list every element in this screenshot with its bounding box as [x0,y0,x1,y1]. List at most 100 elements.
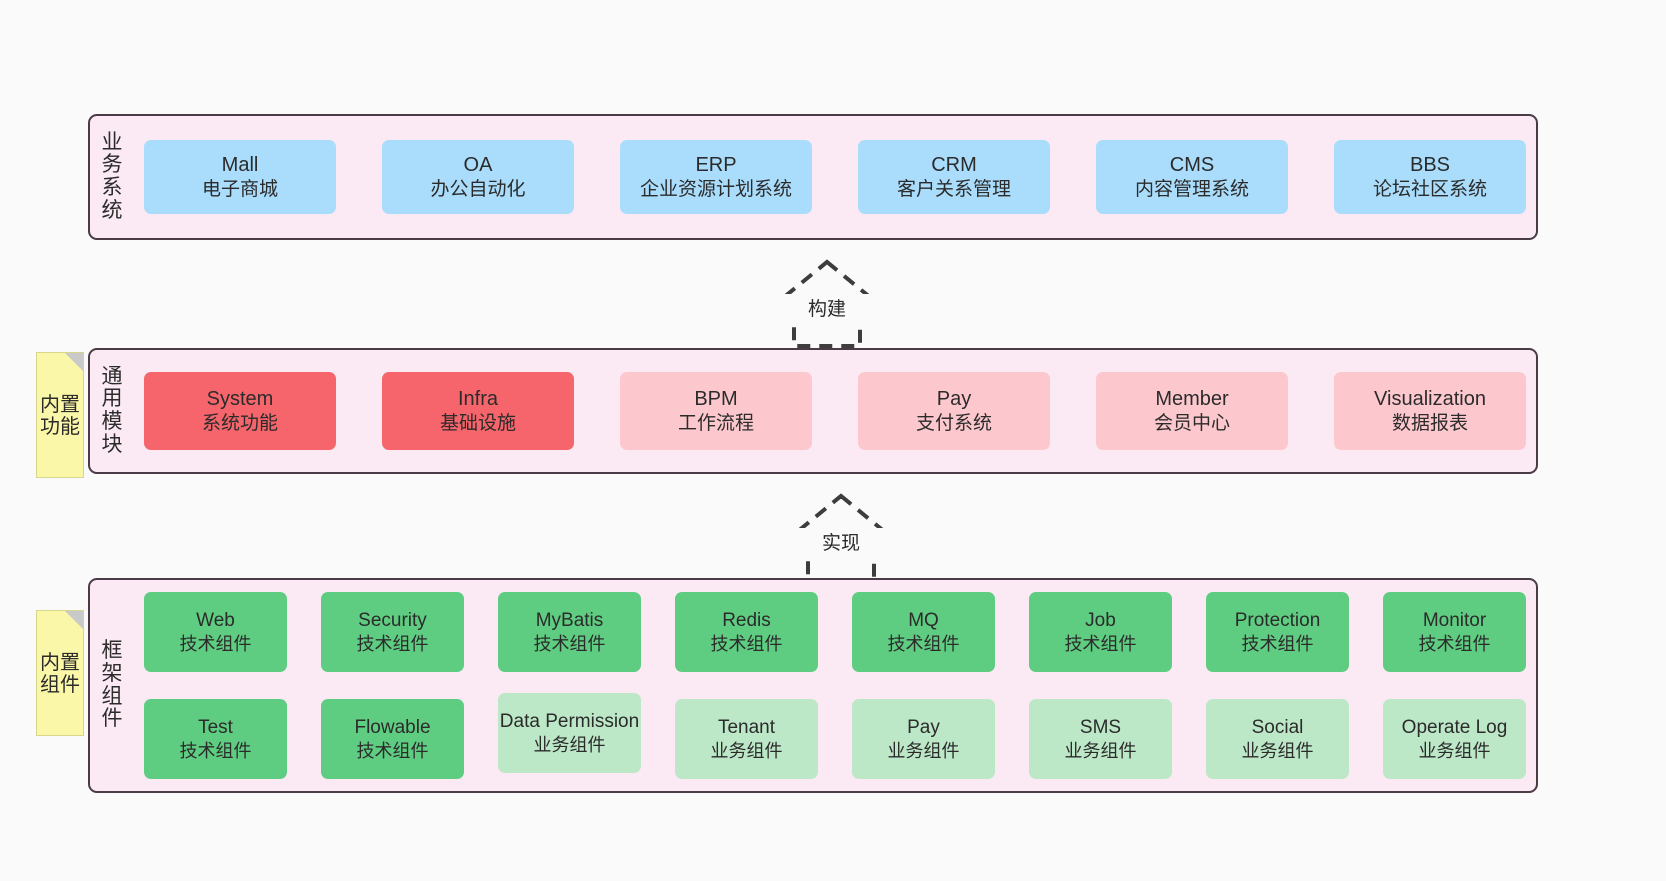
card-job[interactable]: Job 技术组件 [1029,592,1172,672]
note-fold-icon [65,611,83,629]
card-title-cn: 数据报表 [1391,412,1468,434]
card-title-cn: 技术组件 [356,740,429,761]
card-title-en: System [206,387,274,410]
card-title-cn: 技术组件 [179,740,252,761]
card-title-cn: 业务组件 [1418,740,1491,761]
card-title-en: Tenant [717,717,776,739]
card-title-cn: 业务组件 [533,734,606,755]
card-title-en: MyBatis [535,610,604,632]
card-title-en: Mall [221,153,259,176]
card-title-en: Job [1085,610,1116,632]
layer-title-modules: 通用模块 [101,364,123,456]
card-mall[interactable]: Mall 电子商城 [144,140,336,214]
framework-row-business: Test 技术组件 Flowable 技术组件 Data Permission … [144,693,1526,779]
card-web[interactable]: Web 技术组件 [144,592,287,672]
card-test[interactable]: Test 技术组件 [144,699,287,779]
card-protection[interactable]: Protection 技术组件 [1206,592,1349,672]
card-title-cn: 支付系统 [915,412,992,434]
card-title-cn: 论坛社区系统 [1372,178,1487,200]
note-fold-icon [65,353,83,371]
card-title-cn: 技术组件 [356,633,429,654]
card-title-en: BBS [1409,153,1451,176]
card-pay-business[interactable]: Pay 业务组件 [852,699,995,779]
arrow-implement-label: 实现 [771,528,911,555]
card-title-en: Test [198,717,233,739]
card-bpm[interactable]: BPM 工作流程 [620,372,812,450]
sticky-note-label: 内置功能 [40,393,80,438]
card-title-cn: 技术组件 [1418,633,1491,654]
card-tenant[interactable]: Tenant 业务组件 [675,699,818,779]
card-title-cn: 会员中心 [1153,412,1230,434]
card-erp[interactable]: ERP 企业资源计划系统 [620,140,812,214]
card-title-en: Operate Log [1401,717,1508,739]
card-system[interactable]: System 系统功能 [144,372,336,450]
card-title-en: SMS [1079,717,1122,739]
card-title-cn: 技术组件 [710,633,783,654]
arrow-build: 构建 [757,258,897,348]
card-mybatis[interactable]: MyBatis 技术组件 [498,592,641,672]
card-sms[interactable]: SMS 业务组件 [1029,699,1172,779]
layer-business-systems: 业务系统 Mall 电子商城 OA 办公自动化 ERP 企业资源计划系统 CRM… [88,114,1538,240]
card-visualization[interactable]: Visualization 数据报表 [1334,372,1526,450]
card-title-en: BPM [694,387,738,410]
card-crm[interactable]: CRM 客户关系管理 [858,140,1050,214]
layer-title-business: 业务系统 [101,130,123,222]
card-title-cn: 技术组件 [887,633,960,654]
card-data-permission[interactable]: Data Permission 业务组件 [498,693,641,773]
framework-row-tech: Web 技术组件 Security 技术组件 MyBatis 技术组件 Redi… [144,592,1526,672]
card-title-cn: 技术组件 [533,633,606,654]
card-title-en: Web [196,610,235,632]
card-security[interactable]: Security 技术组件 [321,592,464,672]
card-title-en: Redis [722,610,771,632]
card-title-en: MQ [908,610,939,632]
card-title-cn: 客户关系管理 [896,178,1011,200]
card-bbs[interactable]: BBS 论坛社区系统 [1334,140,1526,214]
card-title-en: OA [463,153,493,176]
card-title-cn: 办公自动化 [430,178,526,200]
card-title-en: Data Permission [499,711,640,733]
framework-card-grid: Web 技术组件 Security 技术组件 MyBatis 技术组件 Redi… [134,580,1536,791]
card-title-en: Visualization [1374,387,1486,410]
card-operate-log[interactable]: Operate Log 业务组件 [1383,699,1526,779]
card-title-en: Monitor [1422,610,1487,632]
card-title-en: CRM [931,153,977,176]
card-title-cn: 业务组件 [1064,740,1137,761]
card-monitor[interactable]: Monitor 技术组件 [1383,592,1526,672]
card-title-en: Infra [457,387,499,410]
card-member[interactable]: Member 会员中心 [1096,372,1288,450]
card-title-cn: 电子商城 [201,178,278,200]
card-infra[interactable]: Infra 基础设施 [382,372,574,450]
card-title-cn: 系统功能 [201,412,278,434]
card-cms[interactable]: CMS 内容管理系统 [1096,140,1288,214]
card-title-en: CMS [1169,153,1215,176]
card-title-cn: 业务组件 [710,740,783,761]
card-oa[interactable]: OA 办公自动化 [382,140,574,214]
layer-framework-components: 框架组件 Web 技术组件 Security 技术组件 MyBatis 技术组件… [88,578,1538,793]
arrow-implement: 实现 [771,492,911,582]
card-title-en: Pay [936,387,972,410]
card-title-cn: 工作流程 [677,412,754,434]
card-pay[interactable]: Pay 支付系统 [858,372,1050,450]
card-social[interactable]: Social 业务组件 [1206,699,1349,779]
card-title-en: Protection [1234,610,1321,632]
card-redis[interactable]: Redis 技术组件 [675,592,818,672]
card-title-cn: 内容管理系统 [1134,178,1249,200]
card-title-cn: 技术组件 [179,633,252,654]
card-mq[interactable]: MQ 技术组件 [852,592,995,672]
card-title-en: Social [1251,717,1304,739]
card-title-cn: 业务组件 [1241,740,1314,761]
layer-title-framework: 框架组件 [101,639,123,731]
card-title-en: Pay [907,717,940,739]
card-title-cn: 技术组件 [1241,633,1314,654]
card-title-cn: 企业资源计划系统 [639,178,792,200]
card-title-en: Member [1155,387,1229,410]
card-title-en: ERP [695,153,737,176]
card-flowable[interactable]: Flowable 技术组件 [321,699,464,779]
layer-common-modules: 通用模块 System 系统功能 Infra 基础设施 BPM 工作流程 Pay… [88,348,1538,474]
card-title-cn: 基础设施 [439,412,516,434]
business-card-list: Mall 电子商城 OA 办公自动化 ERP 企业资源计划系统 CRM 客户关系… [134,116,1536,238]
arrow-build-label: 构建 [757,294,897,321]
sticky-note-label: 内置组件 [40,651,80,696]
sticky-note-builtin-component: 内置组件 [36,610,84,736]
